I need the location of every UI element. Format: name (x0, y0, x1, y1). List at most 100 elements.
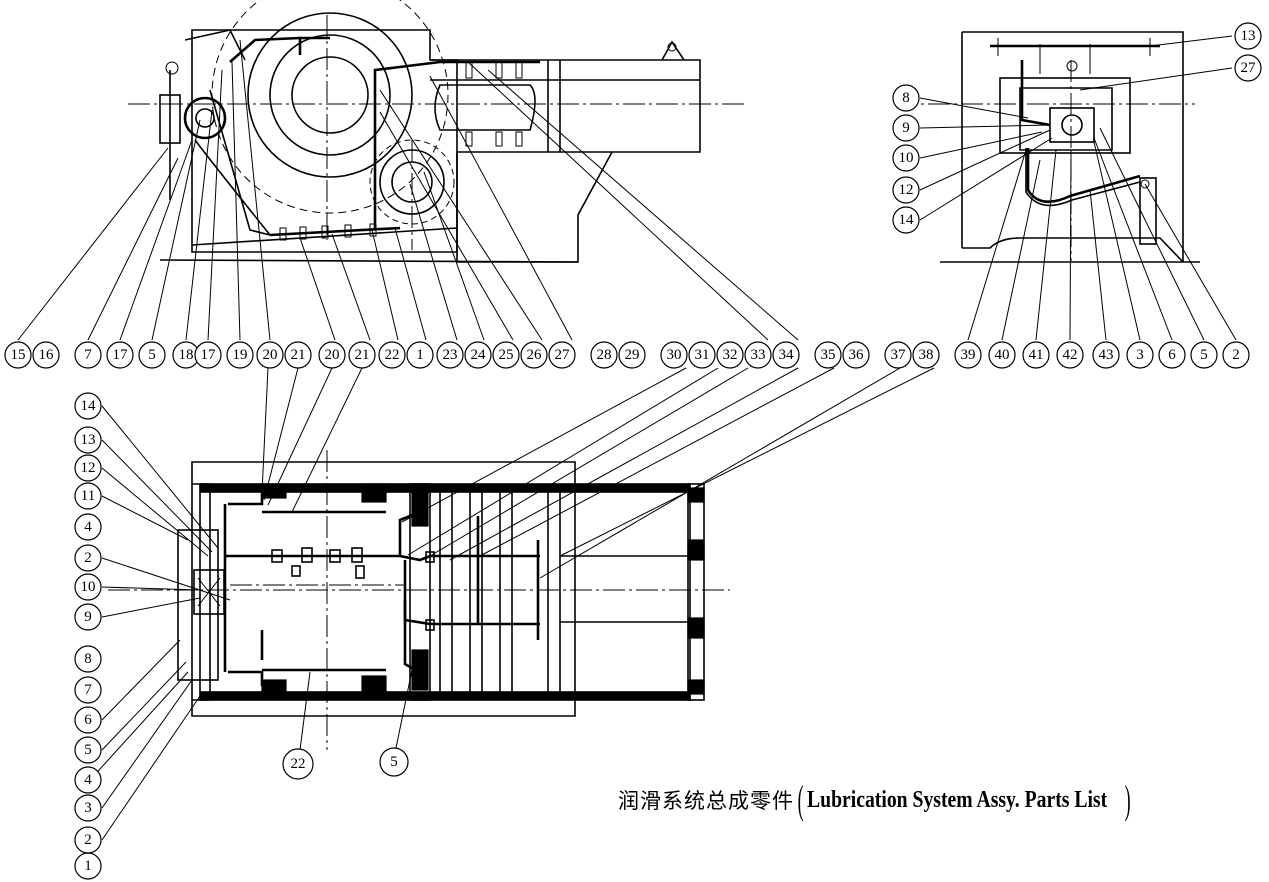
callout-10-plan: 10 (74, 573, 102, 601)
svg-text:4: 4 (84, 519, 92, 535)
callout-2-end: 2 (1222, 341, 1250, 369)
svg-text:9: 9 (902, 120, 910, 136)
svg-text:18: 18 (179, 347, 194, 363)
svg-text:5: 5 (390, 754, 398, 770)
svg-text:11: 11 (81, 488, 95, 504)
callout-5-plan-bottom: 5 (379, 747, 409, 777)
callout-8-plan: 8 (74, 645, 102, 673)
svg-text:3: 3 (1136, 347, 1144, 363)
callout-43: 43 (1092, 341, 1120, 369)
callout-38: 38 (912, 341, 940, 369)
callout-25: 25 (492, 341, 520, 369)
svg-text:37: 37 (891, 347, 907, 363)
svg-text:2: 2 (1232, 347, 1240, 363)
svg-text:1: 1 (84, 858, 92, 874)
title-close-paren: ) (1125, 777, 1132, 822)
callout-5-end: 5 (1190, 341, 1218, 369)
svg-text:43: 43 (1099, 347, 1114, 363)
callout-13-end: 13 (1234, 22, 1262, 50)
callout-26: 26 (520, 341, 548, 369)
callout-9-plan: 9 (74, 603, 102, 631)
callout-1: 1 (406, 341, 434, 369)
svg-text:31: 31 (695, 347, 710, 363)
callout-32: 32 (716, 341, 744, 369)
side-view (128, 0, 745, 263)
callout-10-end: 10 (892, 144, 920, 172)
callout-17: 17 (106, 341, 134, 369)
callout-20b: 20 (318, 341, 346, 369)
title-open-paren: ( (797, 777, 804, 822)
callout-36: 36 (842, 341, 870, 369)
callout-41: 41 (1022, 341, 1050, 369)
callout-3-end: 3 (1126, 341, 1154, 369)
callout-42: 42 (1056, 341, 1084, 369)
svg-text:35: 35 (821, 347, 836, 363)
title-chinese: 润滑系统总成零件 (618, 789, 794, 813)
svg-text:12: 12 (81, 460, 96, 476)
callout-2b-plan: 2 (74, 826, 102, 854)
svg-text:20: 20 (325, 347, 340, 363)
callout-22: 22 (378, 341, 406, 369)
drawing-title: 润滑系统总成零件 ( Lubrication System Assy. Part… (618, 775, 1135, 825)
svg-text:21: 21 (355, 347, 370, 363)
plan-view (108, 450, 730, 750)
callout-24: 24 (464, 341, 492, 369)
callout-8-end: 8 (892, 84, 920, 112)
callout-39: 39 (954, 341, 982, 369)
svg-text:21: 21 (291, 347, 306, 363)
svg-text:34: 34 (779, 347, 795, 363)
callout-37: 37 (884, 341, 912, 369)
callout-12-plan: 12 (74, 454, 102, 482)
callout-21: 21 (284, 341, 312, 369)
svg-text:1: 1 (416, 347, 424, 363)
svg-text:13: 13 (81, 432, 96, 448)
svg-text:22: 22 (291, 756, 306, 772)
callout-27-end: 27 (1234, 54, 1262, 82)
svg-text:40: 40 (995, 347, 1010, 363)
svg-text:10: 10 (899, 150, 914, 166)
svg-text:8: 8 (84, 651, 92, 667)
callout-33: 33 (744, 341, 772, 369)
svg-text:22: 22 (385, 347, 400, 363)
svg-text:5: 5 (1200, 347, 1208, 363)
svg-text:6: 6 (84, 712, 92, 728)
callout-22-plan: 22 (282, 748, 314, 780)
callout-23: 23 (436, 341, 464, 369)
leader-lines (17, 35, 1237, 841)
callout-21b: 21 (348, 341, 376, 369)
svg-text:5: 5 (84, 742, 92, 758)
svg-text:10: 10 (81, 579, 96, 595)
callout-30: 30 (660, 341, 688, 369)
callout-6-plan: 6 (74, 706, 102, 734)
callout-14-end: 14 (892, 206, 920, 234)
svg-text:24: 24 (471, 347, 487, 363)
title-english: Lubrication System Assy. Parts List (807, 786, 1108, 813)
callout-40: 40 (988, 341, 1016, 369)
svg-text:5: 5 (148, 347, 156, 363)
svg-text:8: 8 (902, 90, 910, 106)
svg-text:38: 38 (919, 347, 934, 363)
svg-text:9: 9 (84, 609, 92, 625)
svg-text:41: 41 (1029, 347, 1044, 363)
svg-text:29: 29 (625, 347, 640, 363)
svg-text:23: 23 (443, 347, 458, 363)
svg-text:33: 33 (751, 347, 766, 363)
svg-text:20: 20 (263, 347, 278, 363)
end-view (895, 31, 1200, 263)
svg-text:7: 7 (84, 682, 92, 698)
callout-5: 5 (138, 341, 166, 369)
svg-text:7: 7 (84, 347, 92, 363)
callout-34: 34 (772, 341, 800, 369)
svg-text:26: 26 (527, 347, 543, 363)
svg-text:4: 4 (84, 772, 92, 788)
callout-15: 15 (4, 341, 32, 369)
svg-text:17: 17 (113, 347, 129, 363)
svg-text:27: 27 (555, 347, 571, 363)
callout-16: 16 (32, 341, 60, 369)
callout-29: 29 (618, 341, 646, 369)
callout-2-plan: 2 (74, 544, 102, 572)
svg-text:19: 19 (233, 347, 248, 363)
svg-text:6: 6 (1168, 347, 1176, 363)
callout-20: 20 (256, 341, 284, 369)
